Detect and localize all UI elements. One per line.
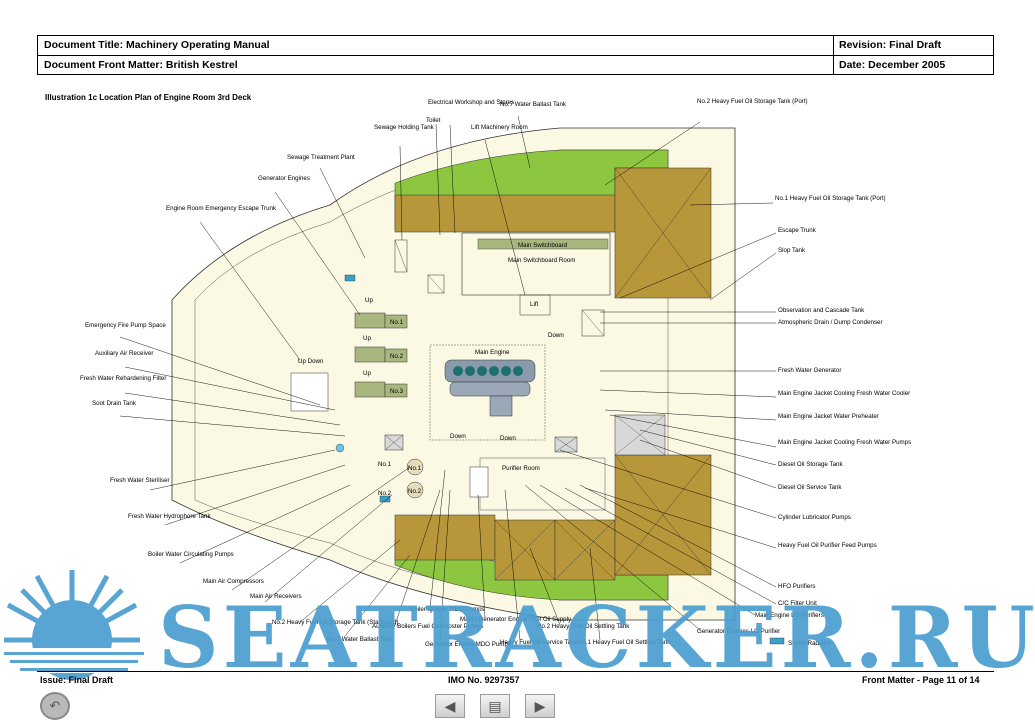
generator-engine-2: No.2 (354, 346, 408, 363)
svg-text:Generator Engines: Generator Engines (258, 175, 310, 182)
svg-text:Diesel Oil Service Tank: Diesel Oil Service Tank (778, 484, 842, 491)
watermark-text: SEATRACKER.RU (158, 588, 1035, 687)
svg-text:No.7 Water Ballast Tank: No.7 Water Ballast Tank (500, 101, 567, 108)
svg-text:Observation and Cascade Tank: Observation and Cascade Tank (778, 307, 865, 314)
callout-labels: Electrical Workshop and Stores No.7 Wate… (80, 98, 911, 648)
svg-text:Escape Trunk: Escape Trunk (778, 227, 817, 234)
svg-text:No.2: No.2 (390, 353, 404, 360)
svg-text:Main Engine LO Purifiers: Main Engine LO Purifiers (755, 612, 824, 619)
svg-text:Slop Tank: Slop Tank (778, 247, 806, 254)
document-front-matter: Document Front Matter: British Kestrel (44, 59, 238, 71)
svg-text:Atmospheric Drain / Dump Conde: Atmospheric Drain / Dump Condenser (778, 319, 883, 326)
footer-issue: Issue: Final Draft (40, 675, 114, 685)
svg-text:Fresh Water Hydrophore Tank: Fresh Water Hydrophore Tank (128, 513, 211, 520)
svg-text:Main / Generator Engine Fuel O: Main / Generator Engine Fuel Oil Supply (460, 616, 572, 623)
svg-text:No.1 Heavy Fuel Oil Settling T: No.1 Heavy Fuel Oil Settling Tank (578, 639, 671, 646)
svg-text:No.3: No.3 (390, 388, 404, 395)
svg-text:Soot Drain Tank: Soot Drain Tank (92, 400, 137, 407)
previous-page-button[interactable]: ◀ (435, 694, 465, 718)
revision: Revision: Final Draft (839, 39, 942, 51)
main-switchboard-label: Main Switchboard (518, 242, 568, 249)
svg-text:Fresh Water Rehardening Filter: Fresh Water Rehardening Filter (80, 375, 166, 382)
main-engine-label: Main Engine (475, 349, 510, 356)
svg-text:Up: Up (365, 297, 373, 304)
svg-text:Down: Down (548, 332, 564, 339)
generator-engine-1: No.1 (354, 312, 408, 329)
svg-text:Toilet: Toilet (426, 117, 441, 124)
svg-text:Heavy Fuel Oil Service Tank: Heavy Fuel Oil Service Tank (500, 639, 579, 646)
date: Date: December 2005 (839, 59, 946, 71)
svg-text:HFO Purifiers: HFO Purifiers (778, 583, 815, 590)
svg-text:Auxiliary Air Receiver: Auxiliary Air Receiver (95, 350, 153, 357)
svg-text:Auxiliary Boilers Fuel Oil Boo: Auxiliary Boilers Fuel Oil Booster Pumps (372, 623, 483, 630)
svg-text:Generator Engines LO Purifier: Generator Engines LO Purifier (697, 628, 780, 635)
svg-text:Electrical Workshop and Stores: Electrical Workshop and Stores (428, 99, 514, 106)
svg-text:Engine Room Emergency Escape T: Engine Room Emergency Escape Trunk (166, 205, 277, 212)
back-button[interactable]: ↶ (40, 692, 70, 720)
header-divider-horizontal (38, 55, 993, 56)
svg-text:No.2 Heavy Fuel Oil Storage Ta: No.2 Heavy Fuel Oil Storage Tank (Port) (697, 98, 808, 105)
generator-engine-3: No.3 (354, 381, 408, 398)
main-engine (444, 359, 536, 417)
hfo-tank-port-upper (394, 194, 616, 233)
main-switchboard (477, 238, 609, 250)
svg-text:Lift Machinery Room: Lift Machinery Room (471, 124, 528, 131)
svg-text:Generator Engine MDO Pumps: Generator Engine MDO Pumps (425, 641, 511, 648)
next-page-button[interactable]: ▶ (525, 694, 555, 718)
svg-text:No.1: No.1 (408, 465, 422, 472)
triangle-right-icon: ▶ (534, 697, 546, 714)
purifier-room-label: Purifier Room (502, 465, 540, 472)
svg-text:Down: Down (500, 435, 516, 442)
svg-text:Main Air Receivers: Main Air Receivers (250, 593, 302, 600)
svg-text:Diesel Oil Storage Tank: Diesel Oil Storage Tank (778, 461, 843, 468)
svg-text:Main Air Compressors: Main Air Compressors (203, 578, 264, 585)
illustration-title: Illustration 1c Location Plan of Engine … (45, 93, 252, 102)
svg-text:Main Engine Jacket Cooling Fre: Main Engine Jacket Cooling Fresh Water P… (778, 439, 911, 446)
svg-text:Boiler Water Circulating Pumps: Boiler Water Circulating Pumps (148, 551, 234, 558)
svg-text:Sewage Treatment Plant: Sewage Treatment Plant (287, 154, 355, 161)
svg-text:Fresh Water Generator: Fresh Water Generator (778, 367, 841, 374)
svg-text:Heavy Fuel Oil Purifier Feed P: Heavy Fuel Oil Purifier Feed Pumps (778, 542, 877, 549)
svg-text:C/C Filter Unit: C/C Filter Unit (778, 600, 817, 607)
svg-text:Fresh Water Steriliser: Fresh Water Steriliser (110, 477, 170, 484)
svg-text:Emergency Fire Pump Space: Emergency Fire Pump Space (85, 322, 166, 329)
svg-text:Up: Up (363, 370, 371, 377)
svg-text:Main Engine Jacket Water Prehe: Main Engine Jacket Water Preheater (778, 413, 879, 420)
svg-text:No.1: No.1 (378, 461, 392, 468)
main-engine-casing (429, 344, 546, 441)
svg-text:Up Down: Up Down (298, 358, 324, 365)
footer-divider (37, 671, 994, 672)
svg-text:Up: Up (363, 335, 371, 342)
document-title: Document Title: Machinery Operating Manu… (44, 39, 270, 51)
svg-text:No.7 Water Ballast Tank: No.7 Water Ballast Tank (327, 636, 394, 643)
triangle-left-icon: ◀ (444, 697, 456, 714)
svg-text:Down: Down (450, 433, 466, 440)
switchboard-room-label: Main Switchboard Room (508, 257, 575, 264)
lift-label: Lift (530, 301, 539, 308)
hfo-tank-starboard (394, 514, 496, 561)
svg-text:No.1: No.1 (390, 319, 404, 326)
svg-text:No.2: No.2 (378, 490, 392, 497)
footer-page: Front Matter - Page 11 of 14 (862, 675, 980, 685)
svg-text:No.1 Heavy Fuel Oil Storage Ta: No.1 Heavy Fuel Oil Storage Tank (Port) (775, 195, 886, 202)
svg-text:No.2: No.2 (408, 488, 422, 495)
svg-text:Steam Radiator: Steam Radiator (788, 640, 831, 647)
svg-text:Main Engine Jacket Cooling Fre: Main Engine Jacket Cooling Fresh Water C… (778, 390, 910, 397)
svg-text:No.2 Heavy Fuel Oil Storage Ta: No.2 Heavy Fuel Oil Storage Tank (Starbo… (272, 619, 398, 626)
svg-text:No.2 Heavy Fuel Oil Settling T: No.2 Heavy Fuel Oil Settling Tank (537, 623, 630, 630)
document-header: Document Title: Machinery Operating Manu… (37, 35, 994, 75)
svg-text:Cylinder Lubricator Pumps: Cylinder Lubricator Pumps (778, 514, 851, 521)
back-arrow-icon: ↶ (49, 698, 61, 713)
footer-imo: IMO No. 9297357 (448, 675, 520, 685)
hull-inner-line (194, 149, 669, 601)
svg-text:Boiler Ignition MDO Pumps: Boiler Ignition MDO Pumps (410, 606, 485, 613)
page-list-button[interactable]: ▤ (480, 694, 510, 718)
svg-text:Sewage Holding Tank: Sewage Holding Tank (374, 124, 435, 131)
watermark-sun-icon (0, 570, 150, 680)
page-list-icon: ▤ (488, 697, 502, 714)
